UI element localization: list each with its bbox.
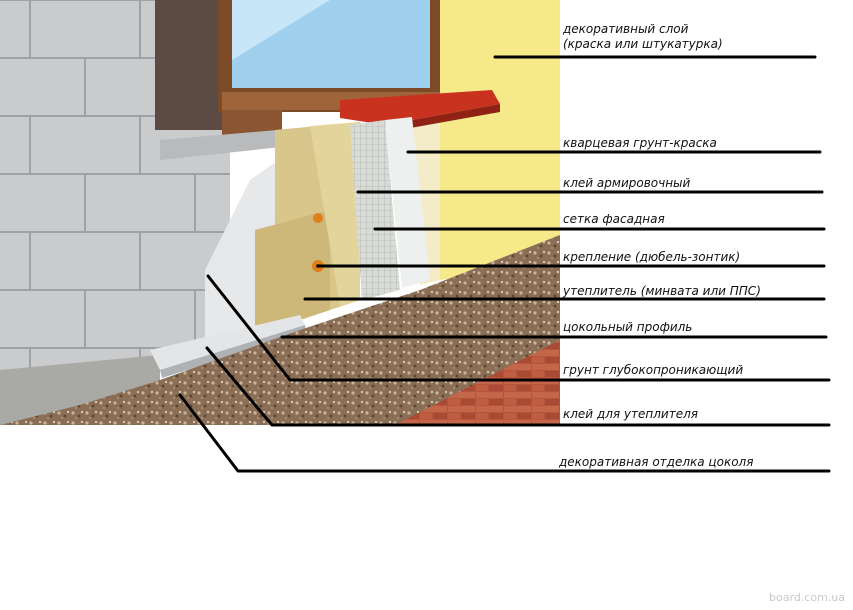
label-insulation-adhesive: клей для утеплителя [563, 407, 698, 421]
facade-mesh [350, 120, 400, 300]
watermark: board.com.ua [769, 591, 845, 604]
label-decorative-layer: декоративный слой (краска или штукатурка… [563, 22, 723, 52]
label-reinforcing-adhesive: клей армировочный [563, 176, 691, 190]
paving-tiles [395, 340, 560, 425]
quartz-primer-layer [385, 117, 430, 288]
dowel-icon [313, 213, 323, 223]
label-insulation: утеплитель (минвата или ППС) [563, 284, 761, 298]
label-dowel-fixing: крепление (дюбель-зонтик) [563, 250, 741, 264]
label-decorative-layer-line1: декоративный слой [563, 22, 689, 36]
label-quartz-primer: кварцевая грунт-краска [563, 136, 717, 150]
window-ledge [160, 128, 300, 160]
label-facade-mesh: сетка фасадная [563, 212, 665, 226]
label-decorative-layer-line2: (краска или штукатурка) [563, 37, 723, 51]
gravel-ground [0, 235, 560, 425]
label-plinth-decoration: декоративная отделка цоколя [559, 455, 754, 469]
label-plinth-profile: цокольный профиль [563, 320, 693, 334]
leader-lines [178, 55, 831, 473]
window-sill [340, 90, 500, 132]
leader-plinth-decoration [178, 393, 831, 473]
label-deep-primer: грунт глубокопроникающий [563, 363, 744, 377]
leader-deep-primer [206, 274, 831, 382]
plinth-profile [150, 315, 306, 378]
leader-insulation-adhesive [205, 346, 831, 427]
